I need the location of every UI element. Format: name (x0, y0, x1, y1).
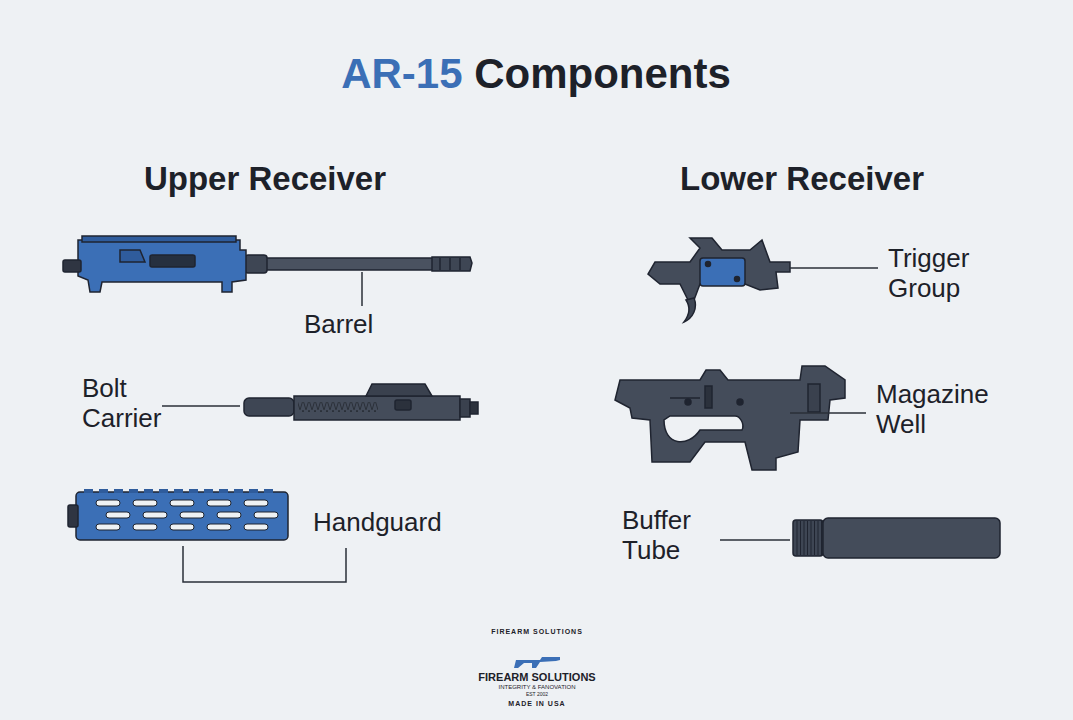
bolt-carrier-drawing (244, 384, 478, 420)
part-label: Trigger Group (888, 244, 1008, 304)
part-label: Handguard (313, 508, 513, 538)
bracket-line (183, 546, 346, 582)
section-heading: Lower Receiver (592, 160, 1012, 198)
logo-text: FIREARM SOLUTIONS (457, 628, 617, 636)
leader-line (361, 272, 363, 306)
handguard-drawing (68, 489, 288, 540)
leader-line (162, 405, 240, 407)
logo-text: FIREARM SOLUTIONS (437, 671, 637, 684)
logo-text: INTEGRITY & FANOVATION (437, 684, 637, 691)
part-label: Magazine Well (876, 380, 1036, 440)
title: AR-15 Components (186, 50, 886, 98)
leader-line (790, 412, 866, 414)
part-label: Barrel (304, 310, 424, 340)
buffer-tube-drawing (793, 518, 1000, 558)
trigger-group-drawing (648, 238, 790, 322)
part-label: Bolt Carrier (82, 374, 182, 434)
leader-line (790, 267, 878, 269)
leader-line (720, 539, 790, 541)
logo-text: MADE IN USA (467, 700, 607, 708)
section-heading: Upper Receiver (55, 160, 475, 198)
upper-receiver-drawing (63, 236, 472, 292)
lower-receiver-drawing (615, 366, 845, 470)
logo-text: EST 2002 (487, 692, 587, 698)
part-label: Buffer Tube (622, 506, 722, 566)
logo-rifle-icon (514, 657, 560, 668)
